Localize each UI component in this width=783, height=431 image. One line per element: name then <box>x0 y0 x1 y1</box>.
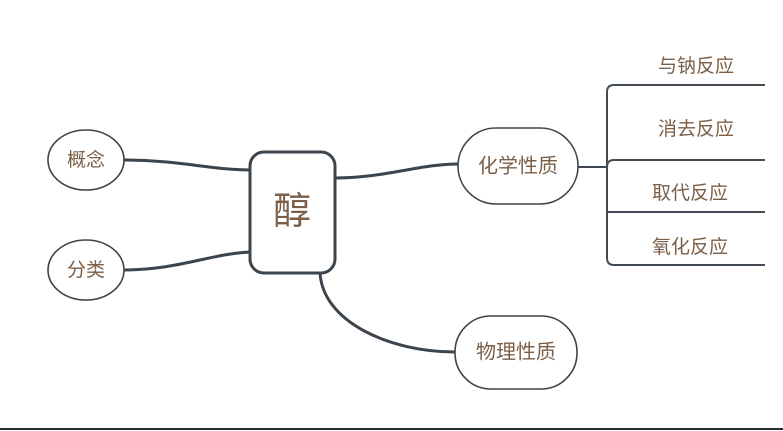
underline-leaf-2 <box>606 159 765 168</box>
node-chemical-properties-label: 化学性质 <box>478 154 558 177</box>
node-physical-properties-label: 物理性质 <box>476 340 556 363</box>
node-root-shape <box>248 150 337 275</box>
node-concept[interactable]: 概念 <box>47 129 125 191</box>
node-root[interactable]: 醇 <box>248 150 337 275</box>
leaf-label-elimination-reaction[interactable]: 消去反应 <box>658 118 734 140</box>
chemical-branch-spine <box>606 84 620 266</box>
node-classification[interactable]: 分类 <box>47 239 125 301</box>
node-physical-properties-shape <box>454 315 578 390</box>
leaf-label-oxidation-reaction[interactable]: 氧化反应 <box>652 236 728 258</box>
node-concept-shape <box>47 129 125 191</box>
node-chemical-properties-shape <box>457 127 579 205</box>
node-concept-label: 概念 <box>67 148 105 171</box>
leaf-label-substitution-reaction[interactable]: 取代反应 <box>652 182 728 204</box>
node-classification-shape <box>47 239 125 301</box>
connector-root-to-chemical <box>333 162 460 180</box>
node-classification-label: 分类 <box>67 259 105 281</box>
connector-root-to-physical <box>318 270 457 354</box>
connector-root-to-concept <box>120 158 254 172</box>
connector-root-to-classification <box>120 250 254 272</box>
node-root-label: 醇 <box>273 191 311 233</box>
node-physical-properties[interactable]: 物理性质 <box>454 315 578 390</box>
node-chemical-properties[interactable]: 化学性质 <box>457 127 579 205</box>
leaf-label-sodium-reaction[interactable]: 与钠反应 <box>658 55 734 77</box>
